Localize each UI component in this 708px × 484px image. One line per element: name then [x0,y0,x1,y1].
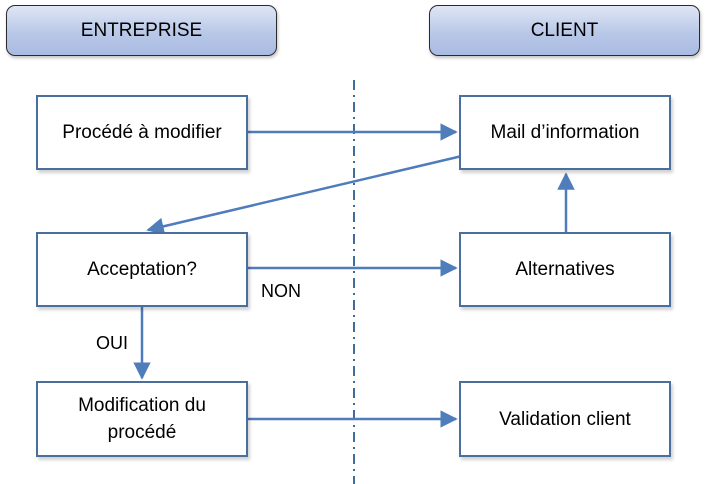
label-non: NON [261,281,301,301]
box-acceptation-label: Acceptation? [87,259,197,280]
box-procede-label: Procédé à modifier [62,122,222,143]
box-alternatives: Alternatives [459,232,671,307]
arrow-mail-to-acceptation [146,154,463,235]
header-entreprise-label: ENTREPRISE [80,19,203,41]
box-validation-client: Validation client [459,381,671,457]
box-acceptation: Acceptation? [36,232,248,307]
header-entreprise: ENTREPRISE [6,5,277,56]
box-validation-label: Validation client [499,408,631,430]
box-modification-du-procede: Modification du procédé [36,381,248,457]
box-alternatives-label: Alternatives [515,259,615,280]
header-client: CLIENT [429,5,700,56]
label-oui: OUI [96,333,129,353]
box-mail-label: Mail d’information [490,122,640,143]
header-client-label: CLIENT [530,19,599,41]
box-modification-label: Modification du procédé [78,395,206,443]
box-procede-a-modifier: Procédé à modifier [36,95,248,170]
box-mail-information: Mail d’information [459,95,671,170]
